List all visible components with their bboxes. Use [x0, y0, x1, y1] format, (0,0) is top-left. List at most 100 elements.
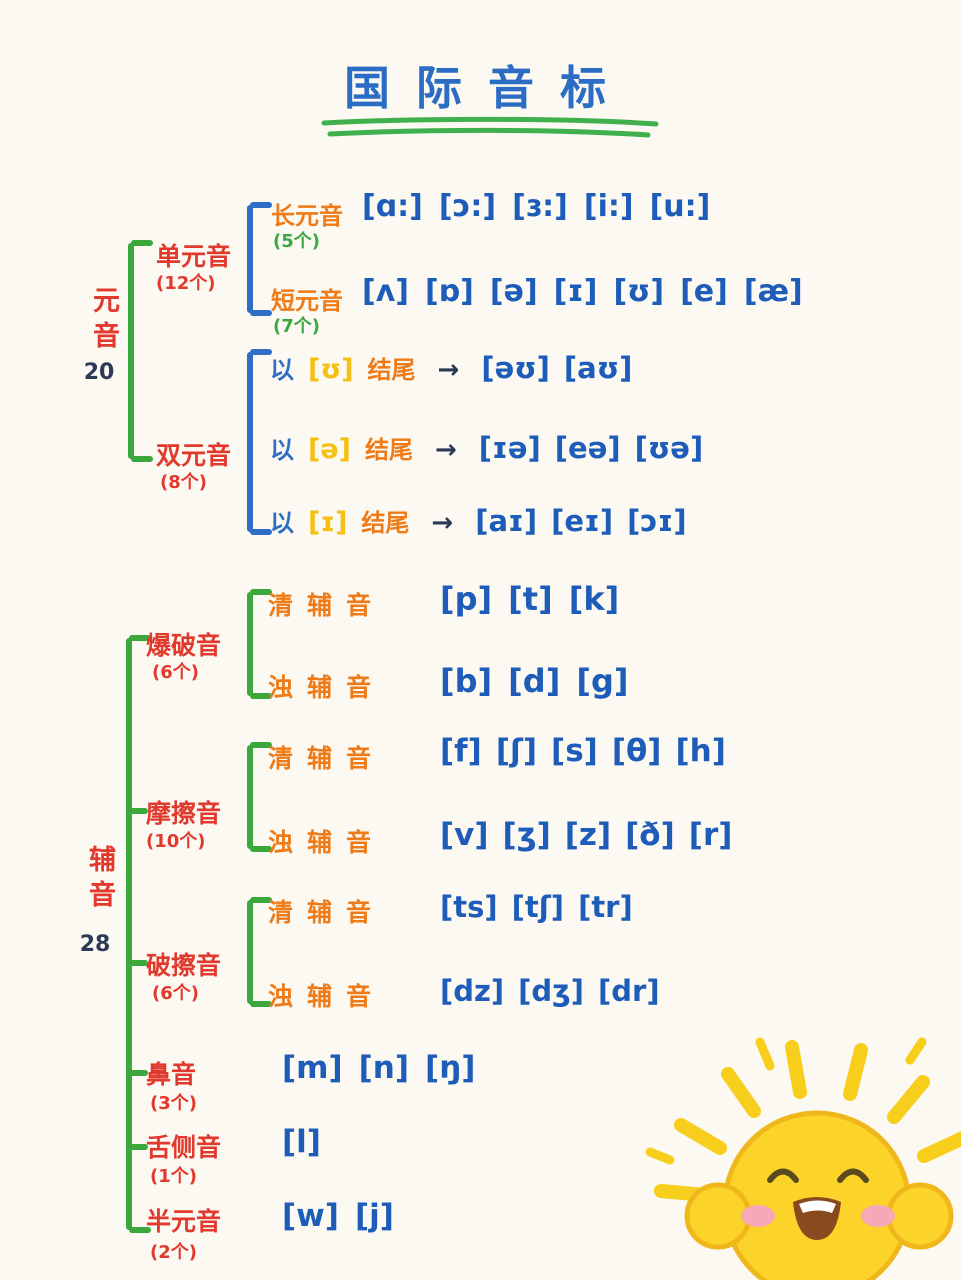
phonetic-symbol: [u:]	[649, 189, 711, 224]
phonetic-symbol: [ʒ]	[502, 817, 551, 853]
diphthong-label: 双元音	[156, 441, 232, 470]
row-prefix: 以	[270, 356, 294, 384]
phonetic-symbol: [ɪ]	[553, 274, 598, 309]
arrow-icon: →	[437, 355, 460, 385]
phonetic-symbol: [i:]	[583, 189, 634, 224]
diphthong-row: 以 [ʊ] 结尾 → [əʊ] [aʊ]	[270, 350, 632, 385]
phonetic-symbol: [dʒ]	[518, 974, 585, 1008]
phonetic-symbol: [ʃ]	[495, 733, 538, 769]
phonetic-symbol: [tr]	[578, 890, 633, 924]
phonetic-symbol: [n]	[358, 1050, 410, 1086]
phonetic-symbol: [l]	[282, 1124, 321, 1160]
affricate-voiceless-symbols: [ts] [tʃ] [tr]	[440, 890, 633, 924]
diphthong-count: (8个)	[160, 472, 207, 493]
phonetic-symbol: [ɒ]	[424, 274, 474, 309]
voiceless-label: 清辅音	[268, 744, 386, 773]
phonetic-symbol: [ʌ]	[362, 274, 409, 309]
plosive-voiced-symbols: [b] [d] [g]	[440, 662, 628, 700]
phonetic-symbol: [b]	[440, 662, 493, 700]
phonetic-symbol: [θ]	[611, 733, 662, 769]
arrow-icon: →	[431, 508, 454, 538]
affricate-label: 破擦音	[146, 951, 222, 980]
phonetic-symbol: [ʊ]	[613, 274, 665, 309]
bracket-stub	[129, 1144, 148, 1150]
fricative-bracket	[247, 742, 272, 852]
row-ending-symbol: [ʊ]	[308, 354, 354, 385]
page-title: 国际音标	[344, 61, 632, 115]
affricate-voiced-symbols: [dz] [dʒ] [dr]	[440, 974, 660, 1008]
plosive-voiceless-symbols: [p] [t] [k]	[440, 580, 619, 618]
phonetic-symbol: [ð]	[625, 817, 675, 853]
vowel-count: 20	[83, 360, 115, 385]
semivowel-label: 半元音	[146, 1207, 222, 1236]
plosive-label: 爆破音	[146, 631, 222, 660]
phonetic-symbol: [aɪ]	[475, 504, 538, 538]
phonetic-symbol: [h]	[675, 733, 726, 769]
phonetic-symbol: [d]	[508, 662, 561, 700]
fricative-label: 摩擦音	[146, 799, 222, 828]
phonetic-symbol: [dr]	[598, 974, 660, 1008]
phonetic-symbol: [j]	[354, 1198, 394, 1234]
phonetic-symbol: [k]	[568, 580, 620, 618]
lateral-count: (1个)	[150, 1166, 197, 1187]
short-vowel-label: 短元音	[271, 287, 343, 315]
phonetic-symbol: [r]	[688, 817, 733, 853]
phonetic-symbol: [v]	[440, 817, 489, 853]
phonetic-symbol: [w]	[282, 1198, 339, 1234]
voiceless-label: 清辅音	[268, 591, 386, 620]
nasal-symbols: [m] [n] [ŋ]	[282, 1050, 475, 1086]
consonant-count: 28	[79, 932, 111, 957]
affricate-count: (6个)	[152, 983, 199, 1004]
row-ending-symbol: [ɪ]	[308, 507, 348, 538]
monophthong-bracket	[247, 202, 272, 316]
nasal-count: (3个)	[150, 1093, 197, 1114]
bracket-stub	[129, 960, 148, 966]
semivowel-count: (2个)	[150, 1242, 197, 1263]
row-ending-symbol: [ə]	[308, 434, 351, 465]
short-vowel-symbols: [ʌ] [ɒ] [ə] [ɪ] [ʊ] [e] [æ]	[362, 274, 803, 309]
phonetic-symbol: [ɑ:]	[362, 189, 423, 224]
monophthong-label: 单元音	[156, 242, 232, 271]
row-suffix: 结尾	[361, 509, 410, 537]
phonetic-symbol: [tʃ]	[511, 890, 565, 924]
long-vowel-label: 长元音	[271, 202, 343, 230]
phonetic-symbol: [æ]	[743, 274, 803, 309]
title-underline	[321, 116, 659, 138]
consonant-bracket	[126, 635, 151, 1233]
plosive-count: (6个)	[152, 662, 199, 683]
phonetic-symbol: [eə]	[554, 431, 621, 465]
phonetic-symbol: [əʊ]	[481, 351, 550, 385]
lateral-symbols: [l]	[282, 1124, 321, 1160]
phonetic-symbol: [dz]	[440, 974, 505, 1008]
bracket-stub	[129, 1070, 148, 1076]
vowel-root-label: 元音	[88, 286, 119, 356]
diphthong-bracket	[247, 349, 272, 535]
phonetic-symbol: [ŋ]	[425, 1050, 476, 1086]
vowel-bracket	[128, 240, 153, 462]
consonant-root-label: 辅音	[84, 845, 115, 915]
phonetic-symbol: [ɪə]	[478, 431, 541, 465]
phonetic-symbol: [ɔɪ]	[627, 504, 687, 538]
arrow-icon: →	[435, 435, 457, 465]
voiceless-label: 清辅音	[268, 898, 386, 927]
fricative-voiceless-symbols: [f] [ʃ] [s] [θ] [h]	[440, 733, 726, 769]
voiced-label: 浊辅音	[268, 982, 386, 1011]
phonetic-symbol: [ts]	[440, 890, 498, 924]
phonetic-symbol: [s]	[551, 733, 598, 769]
semivowel-symbols: [w] [j]	[282, 1198, 394, 1234]
nasal-label: 鼻音	[146, 1060, 197, 1089]
phonetic-symbol: [aʊ]	[563, 351, 633, 385]
diphthong-row: 以 [ə] 结尾 → [ɪə] [eə] [ʊə]	[270, 430, 703, 465]
voiced-label: 浊辅音	[268, 673, 386, 702]
phonetic-symbol: [f]	[440, 733, 482, 769]
voiced-label: 浊辅音	[268, 828, 386, 857]
lateral-label: 舌侧音	[146, 1133, 222, 1162]
fricative-count: (10个)	[146, 831, 206, 852]
affricate-bracket	[247, 897, 272, 1007]
row-prefix: 以	[270, 436, 294, 464]
phonetic-symbol: [m]	[282, 1050, 343, 1086]
phonetic-symbol: [z]	[564, 817, 612, 853]
diphthong-row: 以 [ɪ] 结尾 → [aɪ] [eɪ] [ɔɪ]	[270, 503, 687, 538]
row-suffix: 结尾	[367, 356, 416, 384]
bracket-stub	[129, 808, 148, 814]
